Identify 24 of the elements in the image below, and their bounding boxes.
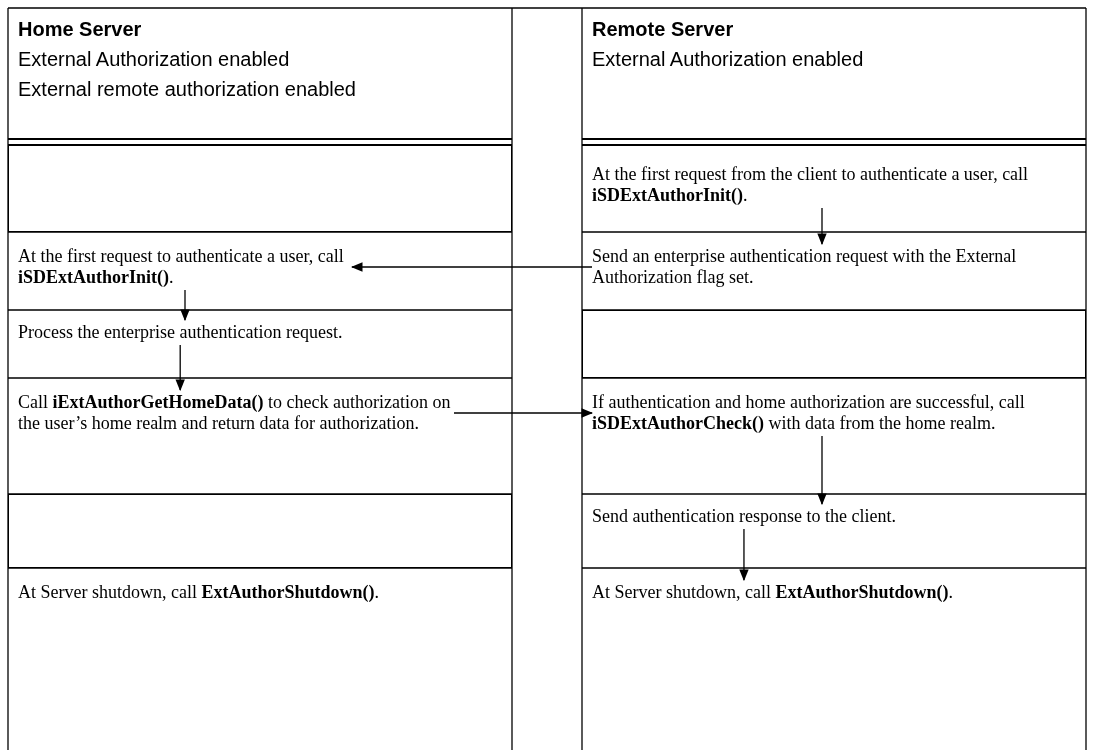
arrow [739, 528, 749, 582]
arrow [180, 289, 190, 322]
header-note: External Authorization enabled [18, 47, 291, 72]
header-note: External Authorization enabled [592, 47, 864, 72]
empty-cell [582, 310, 1086, 378]
step-text: Send an enterprise authentication request with the External Authorization flag set. [592, 246, 1018, 288]
empty-cell [8, 494, 512, 568]
step-text: At Server shutdown, call ExtAuthorShutdown(). [592, 582, 953, 603]
header-note: External remote authorization enabled [18, 77, 356, 102]
header-title: Home Server [18, 17, 143, 42]
step-text: Send authentication response to the client. [592, 506, 896, 527]
step-text: At the first request to authenticate a user, call iSDExtAuthorInit(). [18, 246, 345, 288]
arrow [817, 435, 827, 506]
arrow [175, 344, 185, 392]
header-title: Remote Server [592, 17, 735, 42]
step-text: At the first request from the client to authenticate a user, call iSDExtAuthorInit(). [592, 164, 1030, 206]
arrow [817, 207, 827, 246]
step-text: Call iExtAuthorGetHomeData() to check authorization on the user’s home realm and return data for authorization. [18, 392, 452, 434]
step-text: Process the enterprise authentication request. [18, 322, 343, 343]
empty-cell [8, 145, 512, 232]
arrow [453, 408, 594, 418]
arrow [350, 262, 593, 272]
step-text: If authentication and home authorization are successful, call iSDExtAuthorCheck() with data from the home realm. [592, 392, 1026, 434]
step-text: At Server shutdown, call ExtAuthorShutdown(). [18, 582, 379, 603]
